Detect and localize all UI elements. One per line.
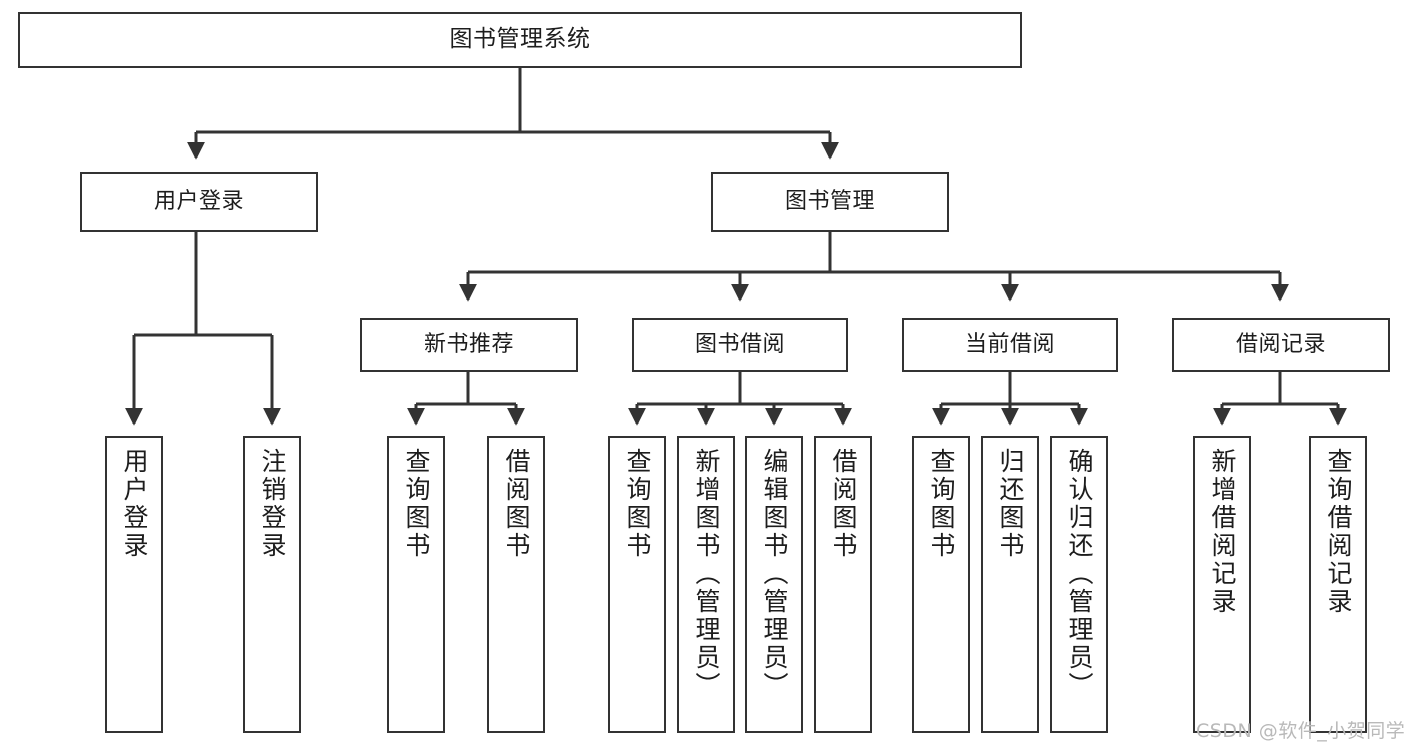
node-label: 借阅图书 xyxy=(502,448,531,560)
leaf-new-book-query[interactable]: 查询图书 xyxy=(387,436,445,733)
leaf-user-login-login[interactable]: 用户登录 xyxy=(105,436,163,733)
leaf-book-borrow-edit[interactable]: 编辑图书（管理员） xyxy=(745,436,803,733)
node-label: 图书管理 xyxy=(784,189,875,215)
node-label: 用户登录 xyxy=(153,189,244,215)
node-label: 新书推荐 xyxy=(423,332,514,358)
leaf-current-borrow-return[interactable]: 归还图书 xyxy=(981,436,1039,733)
node-label: 注销登录 xyxy=(258,448,287,560)
csdn-watermark: CSDN @软件_小贺同学 xyxy=(1196,720,1405,742)
node-label: 归还图书 xyxy=(996,448,1025,560)
node-label: 新增图书（管理员） xyxy=(692,448,721,700)
node-book-borrow[interactable]: 图书借阅 xyxy=(632,318,848,372)
node-book-management[interactable]: 图书管理 xyxy=(711,172,949,232)
node-label: 确认归还（管理员） xyxy=(1065,448,1094,700)
node-label: 查询图书 xyxy=(402,448,431,560)
node-label: 图书借阅 xyxy=(694,332,785,358)
node-label: 图书管理系统 xyxy=(449,26,591,53)
node-label: 用户登录 xyxy=(120,448,149,560)
leaf-book-borrow-add[interactable]: 新增图书（管理员） xyxy=(677,436,735,733)
leaf-user-login-logout[interactable]: 注销登录 xyxy=(243,436,301,733)
node-label: 查询图书 xyxy=(927,448,956,560)
leaf-new-book-borrow[interactable]: 借阅图书 xyxy=(487,436,545,733)
node-label: 编辑图书（管理员） xyxy=(760,448,789,700)
node-label: 借阅图书 xyxy=(829,448,858,560)
node-user-login[interactable]: 用户登录 xyxy=(80,172,318,232)
node-label: 查询借阅记录 xyxy=(1324,448,1353,616)
node-label: 查询图书 xyxy=(623,448,652,560)
node-label: 新增借阅记录 xyxy=(1208,448,1237,616)
leaf-borrow-record-add[interactable]: 新增借阅记录 xyxy=(1193,436,1251,733)
node-new-book-recommend[interactable]: 新书推荐 xyxy=(360,318,578,372)
leaf-borrow-record-query[interactable]: 查询借阅记录 xyxy=(1309,436,1367,733)
node-current-borrow[interactable]: 当前借阅 xyxy=(902,318,1118,372)
leaf-book-borrow-borrow[interactable]: 借阅图书 xyxy=(814,436,872,733)
node-label: 当前借阅 xyxy=(964,332,1055,358)
leaf-book-borrow-query[interactable]: 查询图书 xyxy=(608,436,666,733)
leaf-current-borrow-query[interactable]: 查询图书 xyxy=(912,436,970,733)
leaf-current-borrow-confirm-return[interactable]: 确认归还（管理员） xyxy=(1050,436,1108,733)
node-root-system[interactable]: 图书管理系统 xyxy=(18,12,1022,68)
node-label: 借阅记录 xyxy=(1235,332,1326,358)
node-borrow-record[interactable]: 借阅记录 xyxy=(1172,318,1390,372)
